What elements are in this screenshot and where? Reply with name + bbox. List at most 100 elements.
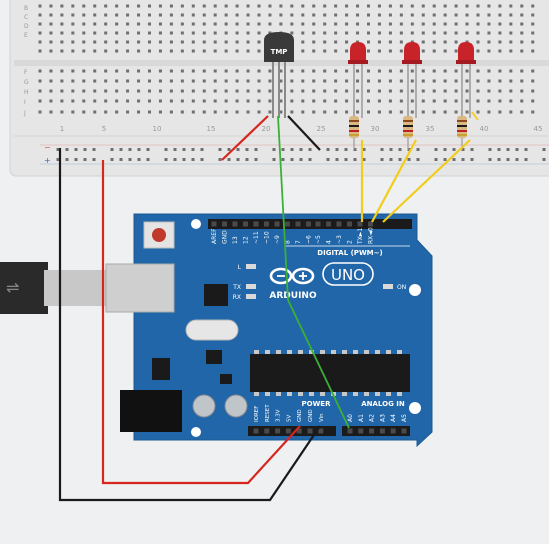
breadboard-hole[interactable] [531, 31, 535, 35]
rail-hole[interactable] [506, 158, 510, 161]
breadboard-hole[interactable] [49, 89, 53, 93]
breadboard-hole[interactable] [148, 69, 151, 73]
breadboard-hole[interactable] [487, 89, 491, 93]
breadboard-hole[interactable] [191, 31, 195, 35]
breadboard-hole[interactable] [290, 89, 294, 93]
header-pin[interactable] [274, 221, 280, 227]
header-pin[interactable] [315, 221, 321, 227]
breadboard-hole[interactable] [454, 13, 458, 17]
breadboard-hole[interactable] [367, 49, 370, 53]
breadboard-hole[interactable] [224, 110, 228, 114]
rail-hole[interactable] [200, 148, 204, 151]
breadboard-hole[interactable] [180, 22, 184, 26]
analog-header[interactable] [342, 426, 410, 436]
breadboard-hole[interactable] [487, 40, 491, 44]
breadboard-hole[interactable] [498, 89, 502, 93]
rail-hole[interactable] [326, 148, 330, 151]
header-pin[interactable] [358, 428, 364, 434]
breadboard-hole[interactable] [421, 99, 425, 103]
breadboard-hole[interactable] [279, 79, 283, 83]
breadboard-hole[interactable] [443, 4, 447, 8]
breadboard-hole[interactable] [487, 22, 491, 26]
breadboard-hole[interactable] [520, 99, 524, 103]
breadboard-hole[interactable] [476, 89, 480, 93]
breadboard-hole[interactable] [202, 110, 206, 114]
header-pin[interactable] [336, 221, 342, 227]
breadboard-hole[interactable] [345, 89, 349, 93]
breadboard-hole[interactable] [126, 99, 130, 103]
breadboard-hole[interactable] [137, 31, 141, 35]
rail-hole[interactable] [524, 148, 528, 151]
breadboard-hole[interactable] [115, 110, 119, 114]
wire-yellow-3[interactable] [382, 139, 471, 223]
rail-hole[interactable] [173, 158, 177, 161]
header-pin[interactable] [401, 428, 407, 434]
wire-red-sensor[interactable] [221, 115, 269, 161]
breadboard-hole[interactable] [421, 89, 425, 93]
rail-hole[interactable] [389, 158, 393, 161]
breadboard-hole[interactable] [443, 99, 447, 103]
breadboard-hole[interactable] [279, 13, 283, 17]
breadboard-hole[interactable] [367, 40, 370, 44]
header-pin[interactable] [307, 428, 313, 434]
breadboard-hole[interactable] [82, 31, 86, 35]
breadboard-hole[interactable] [421, 31, 425, 35]
rail-hole[interactable] [362, 158, 366, 161]
breadboard-hole[interactable] [82, 13, 86, 17]
breadboard-hole[interactable] [334, 13, 338, 17]
breadboard-hole[interactable] [148, 79, 151, 83]
breadboard-hole[interactable] [104, 40, 108, 44]
breadboard-hole[interactable] [169, 89, 173, 93]
breadboard-hole[interactable] [498, 4, 502, 8]
breadboard-hole[interactable] [465, 13, 469, 17]
breadboard-hole[interactable] [465, 99, 469, 103]
rail-hole[interactable] [272, 158, 276, 161]
breadboard-hole[interactable] [213, 22, 217, 26]
breadboard-hole[interactable] [421, 110, 425, 114]
header-pin[interactable] [211, 221, 217, 227]
breadboard-hole[interactable] [104, 49, 108, 53]
breadboard-hole[interactable] [224, 40, 228, 44]
breadboard-hole[interactable] [213, 79, 217, 83]
rail-hole[interactable] [308, 148, 312, 151]
breadboard-hole[interactable] [334, 89, 338, 93]
breadboard-hole[interactable] [202, 4, 206, 8]
breadboard-hole[interactable] [257, 99, 261, 103]
breadboard-hole[interactable] [301, 4, 305, 8]
breadboard-hole[interactable] [334, 69, 338, 73]
breadboard-hole[interactable] [377, 49, 381, 53]
breadboard-hole[interactable] [180, 110, 184, 114]
breadboard-hole[interactable] [323, 89, 327, 93]
breadboard-hole[interactable] [191, 22, 195, 26]
rail-hole[interactable] [380, 158, 384, 161]
rail-hole[interactable] [74, 158, 78, 161]
breadboard-hole[interactable] [345, 110, 349, 114]
breadboard-hole[interactable] [465, 110, 469, 114]
header-pin[interactable] [306, 221, 311, 227]
breadboard-hole[interactable] [235, 13, 239, 17]
breadboard-hole[interactable] [104, 31, 108, 35]
rail-hole[interactable] [137, 148, 141, 151]
breadboard-hole[interactable] [246, 79, 250, 83]
rail-hole[interactable] [92, 148, 96, 151]
usb-cable[interactable]: ⇌ [0, 262, 106, 314]
breadboard-hole[interactable] [312, 13, 316, 17]
breadboard-hole[interactable] [312, 31, 316, 35]
header-pin[interactable] [243, 221, 248, 227]
rail-hole[interactable] [236, 148, 240, 151]
breadboard-hole[interactable] [257, 110, 261, 114]
breadboard-hole[interactable] [137, 22, 141, 26]
breadboard-hole[interactable] [410, 69, 414, 73]
breadboard-hole[interactable] [93, 22, 97, 26]
breadboard-hole[interactable] [443, 31, 447, 35]
breadboard-hole[interactable] [191, 13, 195, 17]
breadboard-hole[interactable] [137, 69, 141, 73]
breadboard-hole[interactable] [334, 4, 338, 8]
breadboard-hole[interactable] [301, 69, 305, 73]
breadboard-hole[interactable] [356, 99, 360, 103]
breadboard-hole[interactable] [82, 40, 86, 44]
breadboard-hole[interactable] [268, 31, 272, 35]
breadboard-hole[interactable] [345, 22, 349, 26]
breadboard-hole[interactable] [454, 89, 458, 93]
